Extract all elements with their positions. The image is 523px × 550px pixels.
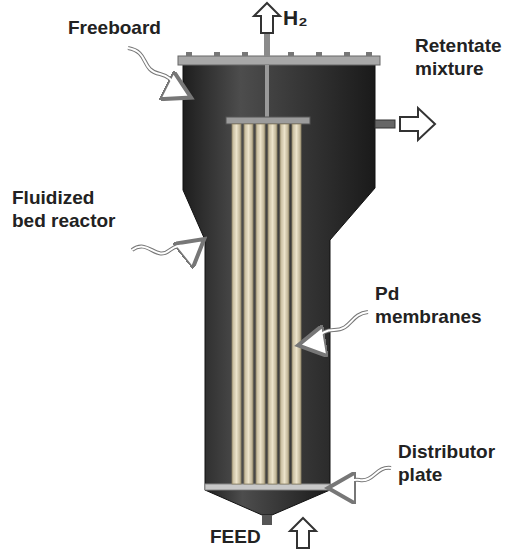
callout-label: Freeboard (68, 16, 161, 39)
retentate-pipe (375, 120, 395, 128)
h2-pipe (264, 34, 270, 56)
h2-arrow (254, 3, 280, 33)
h2-collector (265, 65, 269, 118)
bolts (186, 52, 372, 56)
feed-arrow (290, 518, 316, 548)
wavy-leaders (128, 48, 391, 488)
callout-label: Fluidized bed reactor (12, 186, 124, 232)
callout-label: Pd membranes (375, 282, 487, 328)
lid-flange (178, 56, 380, 65)
retentate-arrow (400, 108, 435, 140)
callout-label: FEED (210, 525, 261, 548)
vessel-cone (205, 490, 330, 515)
pd-membranes (232, 124, 301, 484)
distributor-plate (205, 484, 330, 490)
feed-pipe (262, 515, 272, 525)
membrane-header (226, 117, 310, 124)
vessel-body (183, 64, 375, 490)
callout-label: H₂ (283, 6, 308, 29)
callout-label: Distributor plate (398, 440, 503, 486)
callout-label: Retentate mixture (415, 34, 515, 80)
